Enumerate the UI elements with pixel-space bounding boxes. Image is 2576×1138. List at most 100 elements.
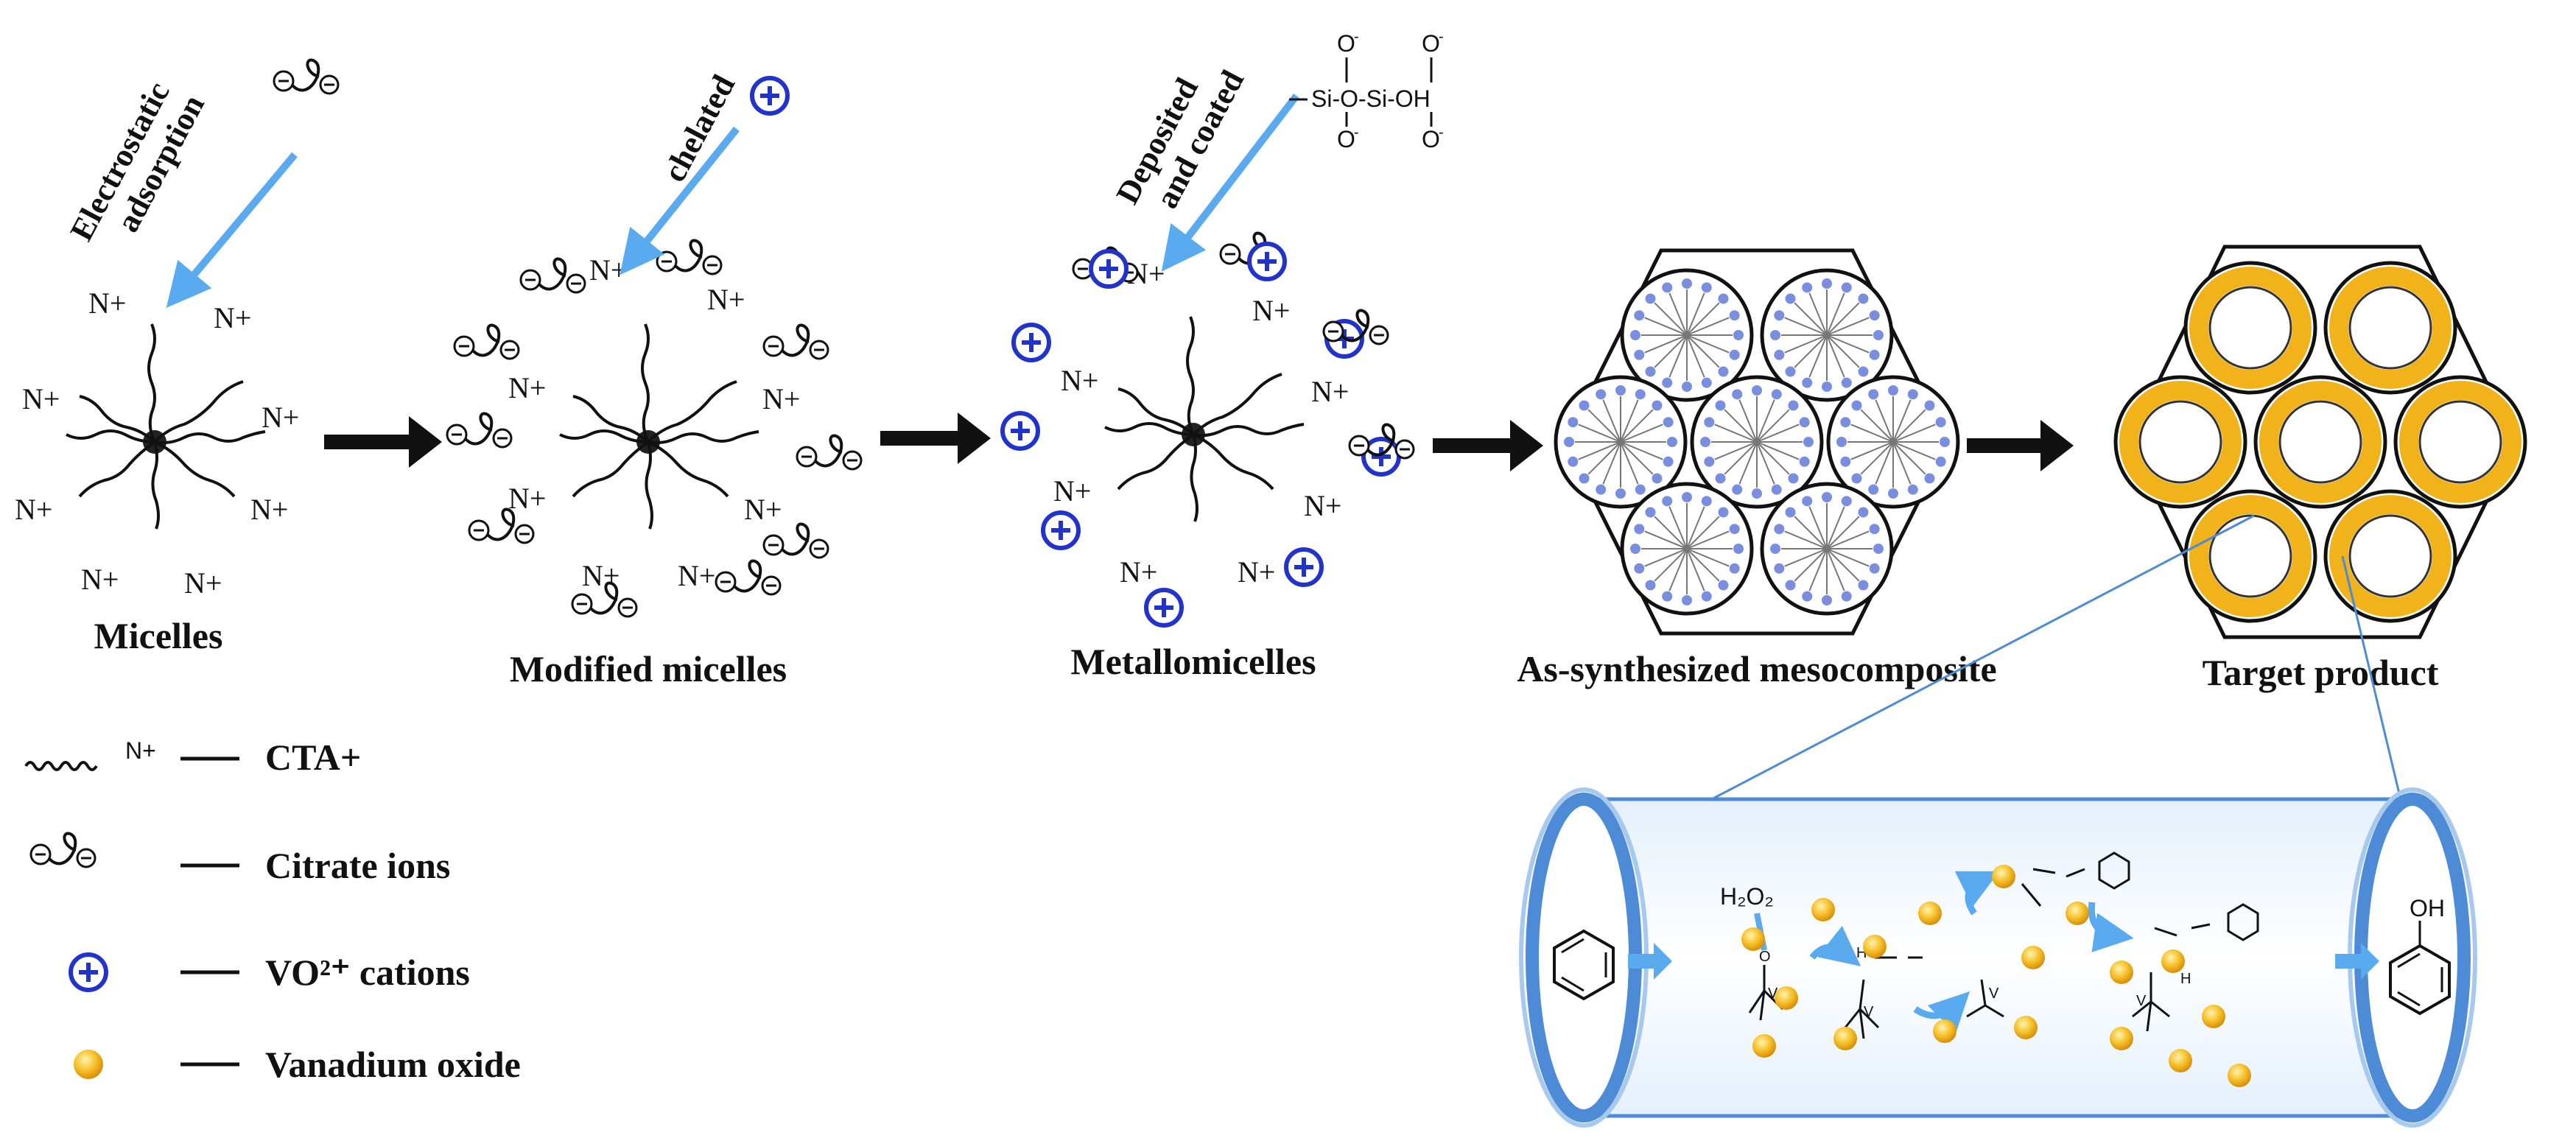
pore-dot [1907, 389, 1918, 400]
pore-chain [1654, 302, 1688, 336]
citrate-icon [762, 522, 829, 559]
stage-label-micelles: Micelles [94, 615, 223, 656]
oxide-ring [2329, 495, 2452, 617]
pore-dot [1841, 282, 1852, 293]
pore-chain [1850, 424, 1894, 443]
pore-chain [1602, 399, 1621, 443]
pore-chain [1620, 399, 1639, 443]
pore-dot [1630, 544, 1640, 554]
pore-dot [1732, 389, 1743, 400]
n-plus-label: N+ [707, 283, 745, 316]
pore-chain [1826, 292, 1845, 336]
pore-dot [1774, 563, 1785, 574]
process-arrow [324, 416, 442, 468]
mech-arrow [1954, 871, 2000, 916]
n-plus-label: N+ [15, 493, 52, 526]
pore-dot [1785, 507, 1796, 518]
pore-chain [1620, 441, 1663, 460]
pore-dot [1596, 389, 1607, 400]
pore-dot [1752, 488, 1762, 499]
pore-dot [1774, 349, 1785, 360]
pore-dot [1718, 366, 1729, 377]
pore-dot [1774, 310, 1785, 321]
zoom-line [1690, 514, 2255, 812]
pore-chain [1686, 334, 1730, 354]
pore-dot [1663, 456, 1674, 467]
pore-chain [1756, 441, 1775, 485]
pore-dot [1822, 492, 1832, 502]
step-chelated: chelated [656, 69, 743, 188]
oxide-ring [2329, 267, 2452, 389]
pore-dot [1715, 473, 1726, 484]
pore-dot [1568, 417, 1579, 428]
pore-chain [1784, 334, 1828, 354]
oxide-ring [2259, 381, 2382, 503]
minus-text: - [1354, 124, 1359, 141]
pore-chain [1826, 548, 1870, 567]
pore-dot [1924, 400, 1935, 411]
pore-chain [1826, 334, 1870, 354]
pore-chain [1686, 334, 1720, 368]
pore-dot [1840, 417, 1851, 428]
pore-chain [1686, 548, 1730, 567]
pore-chain [1756, 399, 1775, 443]
pore-chain [1686, 334, 1705, 378]
silicate-text: Si-O-Si-OH [1311, 85, 1431, 112]
pore-dot [1568, 456, 1579, 467]
pore-dot [1774, 524, 1785, 535]
pore-chain [1794, 516, 1828, 549]
pore-chain [1686, 292, 1705, 336]
pore-chain [1826, 317, 1870, 336]
pore-chain [1602, 441, 1621, 485]
o-text: O [1337, 126, 1355, 152]
pore-dot [1851, 473, 1862, 484]
pore-dot [1858, 507, 1869, 518]
citrate-icon [762, 323, 829, 360]
v-text: V [1989, 986, 1999, 1002]
pore-dot [1799, 417, 1810, 428]
n-plus-label: N+ [88, 287, 126, 320]
pore-chain [1826, 506, 1845, 549]
cation-icon [1286, 549, 1322, 585]
pore-dot [1802, 377, 1813, 388]
pore-dot [1799, 456, 1810, 467]
pore-dot [1634, 310, 1645, 321]
pore-dot [1771, 484, 1782, 495]
benzene-icon [1553, 929, 1615, 1001]
pore-dot [1771, 389, 1782, 400]
phenol-icon: OH [2389, 895, 2451, 1016]
pore-dot [1682, 492, 1692, 502]
pore-dot [1579, 473, 1590, 484]
pore-dot [1718, 293, 1729, 304]
pore-inner [2348, 286, 2432, 370]
mech-arrow [1809, 926, 1861, 966]
pore-chain [1756, 424, 1800, 443]
pore-dot [1662, 377, 1673, 388]
pore-dot [1701, 591, 1712, 602]
pore-chain [1714, 424, 1758, 443]
pore-chain [1826, 516, 1860, 549]
pore-dot [1718, 507, 1729, 518]
pore-dot [1868, 389, 1879, 400]
pore-dot [1907, 484, 1918, 495]
pore-chain [1668, 292, 1688, 336]
citrate-icon [519, 257, 586, 294]
minus-text: - [1439, 29, 1444, 45]
pore-dot [1752, 385, 1762, 396]
citrate-icon [656, 239, 723, 275]
pore-chain [1714, 441, 1758, 460]
pore-chain [1875, 399, 1894, 443]
pore-chain [1892, 441, 1926, 475]
pore-dot [1701, 282, 1712, 293]
pore-dot [1869, 310, 1880, 321]
pore-chain [1620, 409, 1654, 443]
pore-dot [1667, 437, 1677, 447]
n-plus-label: N+ [1238, 555, 1275, 589]
pore-dot [1802, 282, 1813, 293]
pore-dot [1836, 437, 1847, 447]
pore-chain [1808, 292, 1828, 336]
mechanism-structures [1748, 868, 2211, 1039]
flow-arrow [2335, 943, 2379, 980]
pore-chain [1686, 317, 1730, 336]
pore-dot [1729, 563, 1740, 574]
